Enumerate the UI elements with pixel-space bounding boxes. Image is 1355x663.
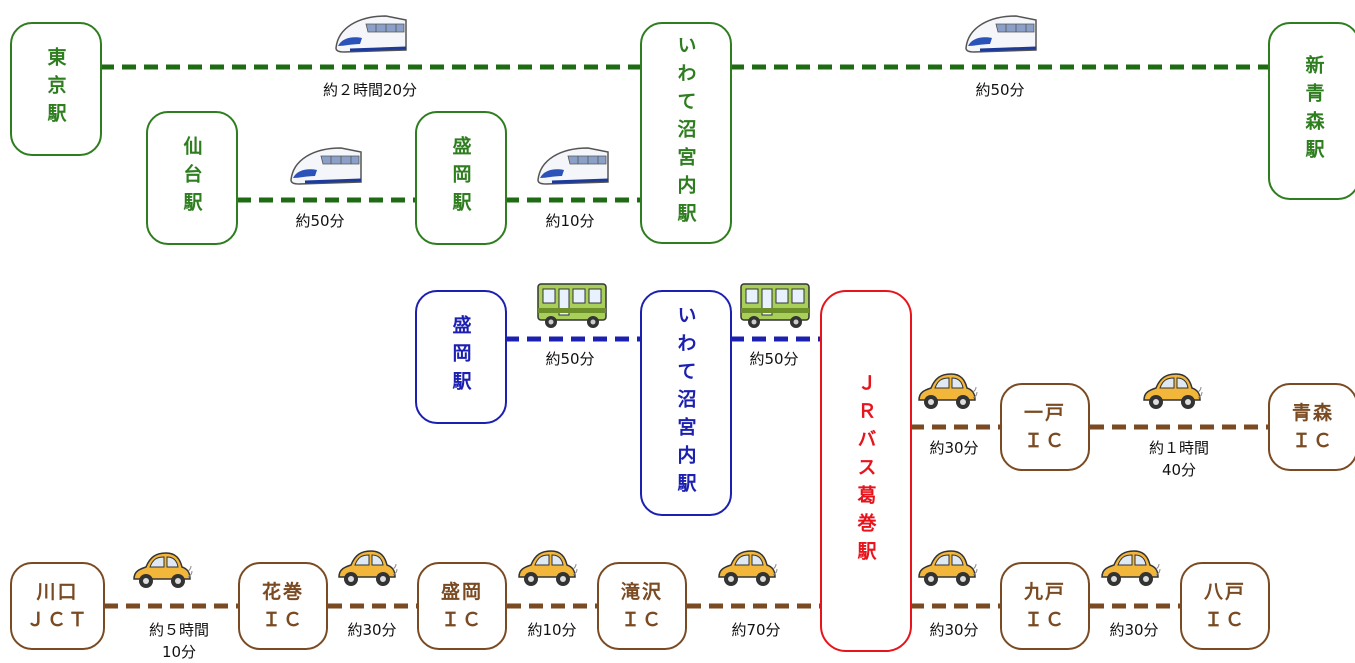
station-tokyo: 東京駅 [10, 22, 102, 156]
time-kawaguchi-hanamaki: 約５時間 10分 [148, 621, 209, 661]
car-icon [1143, 373, 1203, 409]
time-kuzumaki-ichinohe: 約30分 [929, 439, 979, 457]
station-iwate-numakunai-bus: いわて沼宮内駅 [640, 290, 732, 516]
station-morioka: 盛岡駅 [415, 111, 507, 245]
time-tokyo-numakunai: 約２時間20分 [322, 81, 418, 99]
ic-aomori: 青森 ＩＣ [1268, 383, 1355, 471]
bus-icon [537, 283, 607, 328]
time-sendai-morioka: 約50分 [295, 212, 345, 230]
time-kunohe-hachinohe: 約30分 [1109, 621, 1159, 639]
station-morioka-bus: 盛岡駅 [415, 290, 507, 424]
car-icon [1101, 550, 1161, 586]
time-hanamaki-morioka: 約30分 [347, 621, 397, 639]
bus-icon [740, 283, 810, 328]
car-icon [918, 373, 978, 409]
time-numakunai-shinaomori: 約50分 [975, 81, 1025, 99]
ic-takizawa: 滝沢 ＩＣ [597, 562, 687, 650]
ic-morioka: 盛岡 ＩＣ [417, 562, 507, 650]
car-icon [718, 550, 778, 586]
shinkansen-icon [290, 147, 362, 185]
shinkansen-icon [965, 15, 1037, 53]
time-morioka-numakunai: 約10分 [545, 212, 595, 230]
car-icon [518, 550, 578, 586]
time-kuzumaki-kunohe: 約30分 [929, 621, 979, 639]
car-icon [918, 550, 978, 586]
station-shin-aomori: 新青森駅 [1268, 22, 1355, 200]
time-bus-numakunai-kuzumaki: 約50分 [749, 350, 799, 368]
jct-kawaguchi: 川口 ＪＣＴ [10, 562, 105, 650]
station-iwate-numakunai: いわて沼宮内駅 [640, 22, 732, 244]
station-sendai: 仙台駅 [146, 111, 238, 245]
station-jr-bus-kuzumaki: ＪＲバス葛巻駅 [820, 290, 912, 652]
ic-hanamaki: 花巻 ＩＣ [238, 562, 328, 650]
time-bus-morioka-numakunai: 約50分 [545, 350, 595, 368]
ic-hachinohe: 八戸 ＩＣ [1180, 562, 1270, 650]
shinkansen-icon [335, 15, 407, 53]
time-ichinohe-aomori: 約１時間 40分 [1148, 439, 1209, 479]
shinkansen-icon [537, 147, 609, 185]
ic-kunohe: 九戸 ＩＣ [1000, 562, 1090, 650]
car-icon [133, 552, 193, 588]
ic-ichinohe: 一戸 ＩＣ [1000, 383, 1090, 471]
time-morioka-takizawa: 約10分 [527, 621, 577, 639]
car-icon [338, 550, 398, 586]
time-takizawa-kuzumaki: 約70分 [731, 621, 781, 639]
